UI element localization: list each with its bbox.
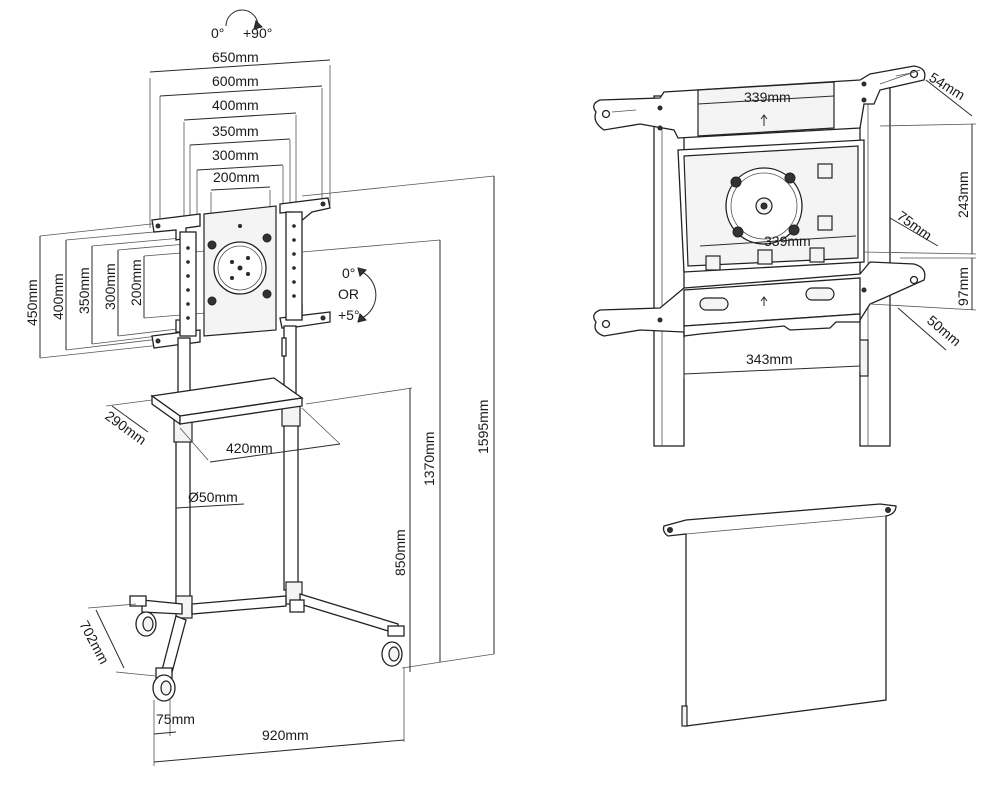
tilt-line-2: OR: [338, 286, 359, 302]
base-depth-label: 702mm: [76, 618, 112, 667]
caster-wheels: [129, 595, 405, 702]
bracket-bottom-width-label: 343mm: [746, 351, 793, 367]
shelf: 290mm 420mm: [102, 377, 341, 463]
panel-drawing: [662, 503, 897, 727]
stand-poles: [173, 325, 303, 619]
base-dimensions: 702mm 75mm 920mm: [76, 603, 405, 766]
stand-base: [129, 593, 405, 702]
shelf-width-label: 420mm: [226, 440, 273, 456]
rotation-to-label: +90°: [243, 25, 272, 41]
tilt-indicator: 0° OR +5°: [338, 265, 377, 323]
stand-drawing: 0° +90° 650mm 600mm 400mm 350mm 300mm: [24, 9, 495, 766]
height-total-label: 1595mm: [475, 400, 491, 454]
height-max-label: 1370mm: [421, 432, 437, 486]
tv-mount-bracket: [151, 197, 331, 349]
bracket-clip-depth-label: 50mm: [924, 312, 964, 349]
vesa-width-600: 600mm: [212, 73, 259, 89]
rotation-indicator: 0° +90°: [211, 9, 272, 41]
rotation-from-label: 0°: [211, 25, 224, 41]
bracket-offset-label: 75mm: [894, 207, 935, 243]
bracket-depth-top-label: 54mm: [926, 69, 967, 103]
vesa-width-dimensions: 650mm 600mm 400mm 350mm 300mm 200mm: [149, 49, 331, 228]
vesa-height-400: 400mm: [50, 273, 66, 320]
vesa-width-300: 300mm: [212, 147, 259, 163]
bracket-plate-width-label: 339mm: [764, 233, 811, 249]
vesa-height-200: 200mm: [128, 259, 144, 306]
height-dimensions: 1595mm 1370mm 850mm: [301, 175, 495, 672]
bracket-lower-label: 97mm: [955, 267, 971, 306]
base-width-label: 920mm: [262, 727, 309, 743]
tilt-line-1: 0°: [342, 265, 355, 281]
pole-diameter-label: Ø50mm: [188, 489, 238, 505]
bracket-height-label: 243mm: [955, 171, 971, 218]
vesa-height-350: 350mm: [76, 267, 92, 314]
height-min-label: 850mm: [392, 529, 408, 576]
vesa-width-650: 650mm: [212, 49, 259, 65]
wheel-size-label: 75mm: [156, 711, 195, 727]
bracket-detail-drawing: 339mm 339mm 54mm 243mm 75mm 97mm 50mm 34…: [593, 65, 977, 447]
tilt-line-3: +5°: [338, 307, 360, 323]
vesa-width-400: 400mm: [212, 97, 259, 113]
vesa-height-300: 300mm: [102, 263, 118, 310]
vesa-width-200: 200mm: [213, 169, 260, 185]
bracket-top-width-label: 339mm: [744, 89, 791, 105]
vesa-height-450: 450mm: [24, 279, 40, 326]
pole-diameter: Ø50mm: [175, 489, 245, 509]
vesa-width-350: 350mm: [212, 123, 259, 139]
